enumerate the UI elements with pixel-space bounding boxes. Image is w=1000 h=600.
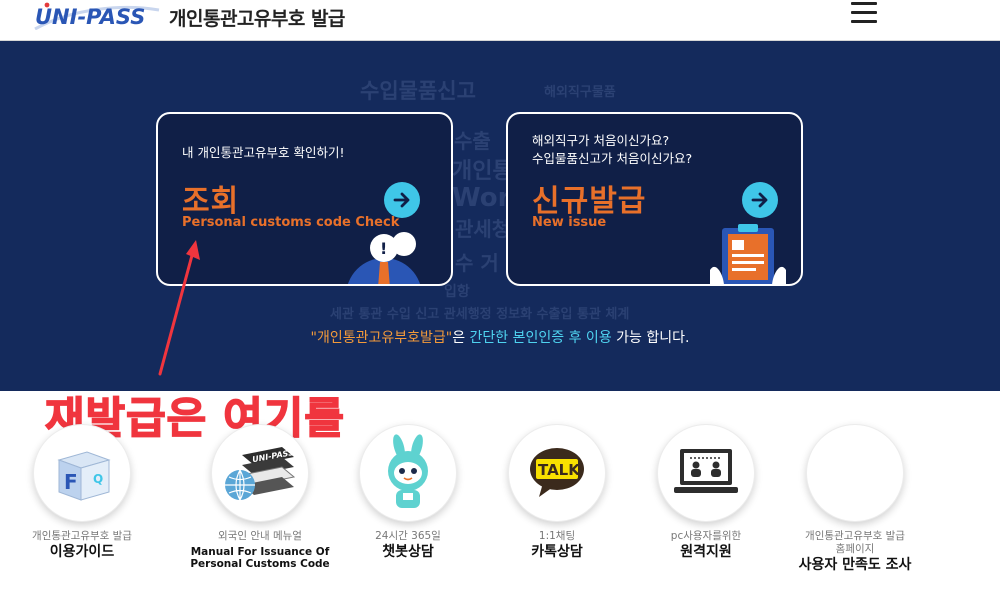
menu-remote-support[interactable]: pc사용자를위한 원격지원 — [636, 424, 776, 584]
menu-small-label: 외국인 안내 메뉴얼 — [218, 530, 302, 542]
svg-text:F: F — [64, 470, 78, 494]
arrow-right-icon[interactable] — [742, 182, 778, 218]
menu-small-label: 24시간 365일 — [375, 530, 441, 542]
notice-highlight: 간단한 본인인증 후 이용 — [469, 330, 612, 346]
menu-big-label: 챗봇상담 — [382, 544, 434, 560]
notice-quoted: "개인통관고유부호발급" — [310, 330, 453, 346]
kakao-talk-icon: TALK — [508, 424, 606, 522]
menu-big-label: 사용자 만족도 조사 — [798, 557, 912, 573]
new-issue-subtitle: New issue — [532, 215, 607, 230]
bg-word: 입항 — [444, 284, 470, 300]
remote-support-monitor-icon — [657, 424, 755, 522]
notice-part1: 은 — [452, 330, 470, 346]
bg-word: 수출 — [454, 129, 491, 153]
new-issue-card[interactable]: 해외직구가 처음이신가요? 수입물품신고가 처음이신가요? 신규발급 New i… — [506, 112, 803, 286]
hero-banner: 수입물품신고 해외직구물품 수출 개인통관 World 관세청 수 거 입항 세… — [0, 41, 1000, 391]
lookup-title: 조회 — [182, 184, 240, 219]
menu-foreigner-manual[interactable]: UNI-PASS 외국인 안내 메뉴얼 Manual For Issuance … — [190, 424, 330, 584]
lookup-subtitle: Personal customs code Check — [182, 215, 400, 230]
page-title: 개인통관고유부호 발급 — [169, 8, 345, 30]
arrow-right-icon[interactable] — [384, 182, 420, 218]
menu-small-label: 개인통관고유부호 발급 — [32, 530, 132, 542]
menu-chatbot[interactable]: 24시간 365일 챗봇상담 — [338, 424, 478, 584]
annotation-arrow-icon — [158, 240, 200, 376]
new-issue-title: 신규발급 — [532, 184, 647, 219]
svg-text:TALK: TALK — [538, 461, 581, 479]
lookup-card[interactable]: 내 개인통관고유부호 확인하기! 조회 Personal customs cod… — [156, 112, 453, 286]
menu-small-label: 1:1채팅 — [538, 530, 576, 542]
survey-circle — [806, 424, 904, 522]
hero-notice: "개인통관고유부호발급"은 간단한 본인인증 후 이용 가능 합니다. — [0, 327, 1000, 347]
svg-text:Q: Q — [93, 472, 103, 486]
bg-word: 세관 통관 수입 신고 관세행정 정보화 수출입 통관 체계 — [330, 307, 630, 322]
menu-big-label: 원격지원 — [680, 544, 732, 560]
bg-word: 수 거 — [455, 251, 499, 275]
person-question-icon: ! — [347, 232, 421, 284]
menu-satisfaction-survey[interactable]: 개인통관고유부호 발급 홈페이지 사용자 만족도 조사 — [785, 424, 925, 584]
bg-word: 관세청 — [455, 217, 511, 241]
menu-hamburger-icon[interactable] — [851, 2, 877, 23]
menu-small-label: pc사용자를위한 — [670, 530, 742, 542]
menu-user-guide[interactable]: F Q 개인통관고유부호 발급 이용가이드 — [12, 424, 152, 584]
new-issue-prompt-1: 해외직구가 처음이신가요? — [532, 133, 670, 148]
top-header: UNI-PASS 개인통관고유부호 발급 — [0, 0, 1000, 41]
menu-big-label-en-2: Personal Customs Code — [190, 558, 330, 570]
lookup-prompt: 내 개인통관고유부호 확인하기! — [182, 145, 345, 160]
new-issue-prompt-2: 수입물품신고가 처음이신가요? — [532, 151, 693, 166]
bg-word: 해외직구물품 — [544, 85, 616, 100]
faq-box-icon: F Q — [33, 424, 131, 522]
svg-text:!: ! — [380, 239, 387, 258]
menu-big-label: 이용가이드 — [49, 544, 115, 560]
clipboard-document-icon — [710, 224, 786, 284]
unipass-logo[interactable]: UNI-PASS — [33, 2, 161, 30]
menu-small-label-2: 홈페이지 — [835, 543, 875, 555]
bg-word: 수입물품신고 — [360, 79, 476, 103]
menu-big-label: 카톡상담 — [531, 544, 583, 560]
menu-kakao-talk[interactable]: TALK 1:1채팅 카톡상담 — [487, 424, 627, 584]
unipass-books-globe-icon: UNI-PASS — [211, 424, 309, 522]
svg-text:UNI-PASS: UNI-PASS — [35, 5, 145, 29]
menu-big-label-en-1: Manual For Issuance Of — [190, 546, 330, 558]
chatbot-mascot-icon — [359, 424, 457, 522]
menu-small-label-1: 개인통관고유부호 발급 — [805, 530, 905, 542]
notice-part2: 가능 합니다. — [611, 330, 690, 346]
